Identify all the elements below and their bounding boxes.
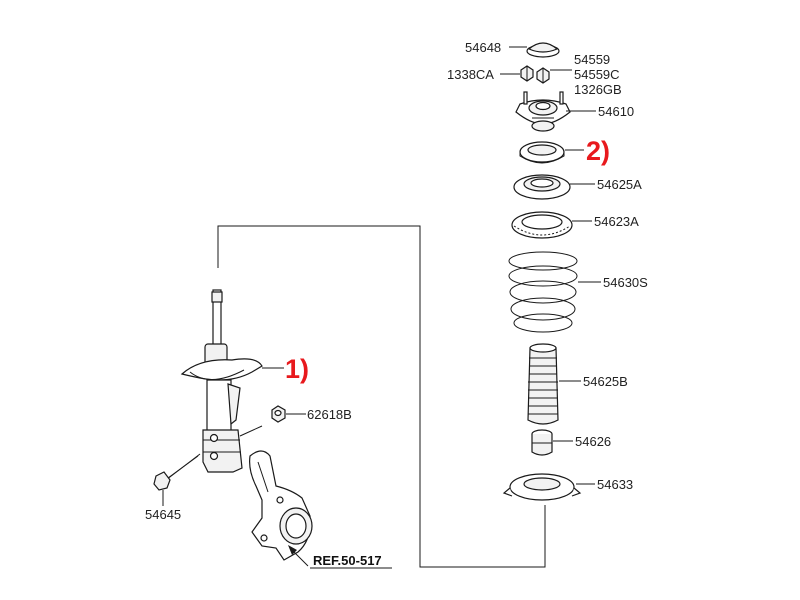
strut-mount[interactable] xyxy=(515,91,571,132)
strut-bearing[interactable] xyxy=(519,141,565,164)
label-strut-nut: 62618B xyxy=(307,407,352,422)
label-strut-mount: 54610 xyxy=(598,104,634,119)
insulator-cap[interactable] xyxy=(526,42,560,58)
assembly-connector-line xyxy=(217,225,546,568)
nut-54559[interactable] xyxy=(536,67,550,84)
callout-bearing: 2) xyxy=(586,136,610,166)
label-bump-stopper: 54626 xyxy=(575,434,611,449)
strut-assembly[interactable] xyxy=(180,289,263,473)
spring-pad[interactable] xyxy=(511,211,573,239)
nut-1338ca[interactable] xyxy=(520,65,534,82)
label-coil-spring: 54630S xyxy=(603,275,648,290)
label-insulator-cap: 54648 xyxy=(465,40,501,55)
label-nut-54559c: 54559C xyxy=(574,67,620,82)
label-nut-1338ca: 1338CA xyxy=(447,67,494,82)
reference-label: REF.50-517 xyxy=(313,553,382,568)
strut-nut[interactable] xyxy=(271,405,286,423)
bump-stopper[interactable] xyxy=(531,429,553,456)
coil-spring[interactable] xyxy=(508,251,578,333)
callout-strut: 1) xyxy=(285,354,309,384)
label-nut-1326gb: 1326GB xyxy=(574,82,622,97)
lower-spring-pad[interactable] xyxy=(502,473,582,501)
label-lower-spring-pad: 54633 xyxy=(597,477,633,492)
label-nut-54559: 54559 xyxy=(574,52,610,67)
upper-spring-seat[interactable] xyxy=(513,174,571,200)
dust-cover[interactable] xyxy=(527,343,559,425)
label-upper-spring-seat: 54625A xyxy=(597,177,642,192)
steering-knuckle[interactable] xyxy=(249,450,313,561)
label-strut-bolt: 54645 xyxy=(145,507,181,522)
strut-bolt[interactable] xyxy=(153,453,201,491)
label-dust-cover: 54625B xyxy=(583,374,628,389)
label-spring-pad: 54623A xyxy=(594,214,639,229)
